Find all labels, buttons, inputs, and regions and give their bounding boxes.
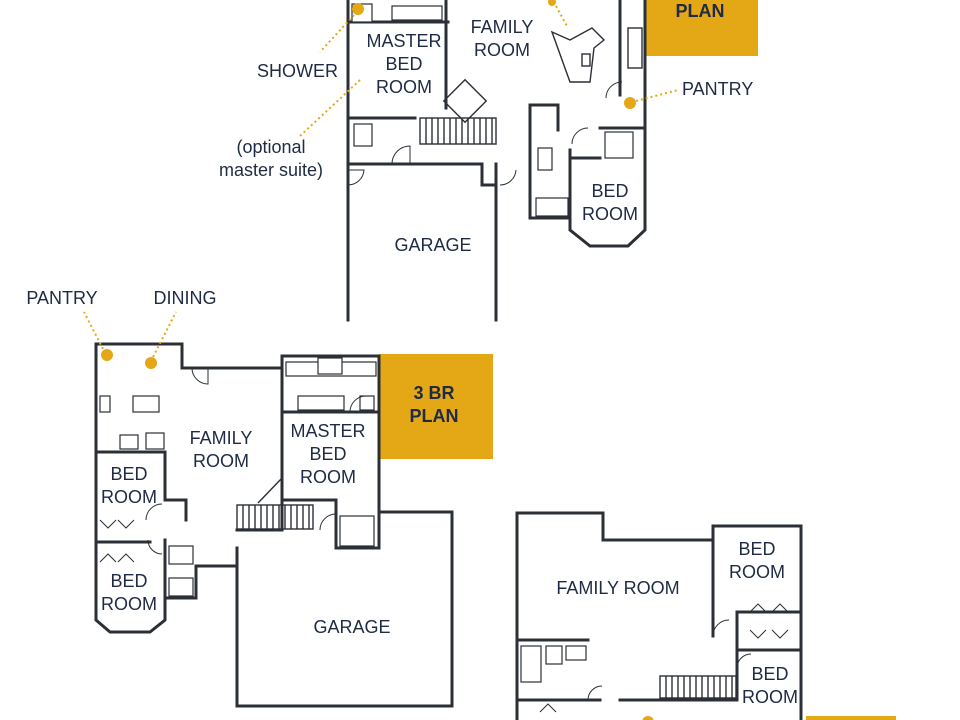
svg-text:BED: BED xyxy=(110,464,147,484)
top-plan-doors xyxy=(347,81,623,186)
three-br-badge xyxy=(379,354,493,459)
three-br-master-bed-label: MASTER BED ROOM xyxy=(290,421,365,487)
right-plan-doors xyxy=(539,603,789,713)
top-shower-marker xyxy=(352,3,364,15)
right-plan-family-room-label: FAMILY ROOM xyxy=(556,578,679,598)
three-br-callouts: PANTRY DINING xyxy=(26,288,217,369)
top-floor-plan: PLAN xyxy=(219,0,758,322)
top-optional-suite-leader xyxy=(299,79,361,137)
right-plan-badge-edge xyxy=(806,716,896,720)
right-plan-bed-lower-label: BED ROOM xyxy=(742,664,798,707)
top-optional-suite-line-2: master suite) xyxy=(219,160,323,180)
three-br-doors xyxy=(99,367,367,563)
svg-text:BED: BED xyxy=(738,539,775,559)
three-br-badge-line-1: 3 BR xyxy=(413,383,454,403)
svg-text:ROOM: ROOM xyxy=(376,77,432,97)
svg-text:ROOM: ROOM xyxy=(193,451,249,471)
svg-text:FAMILY: FAMILY xyxy=(190,428,253,448)
three-br-garage-label: GARAGE xyxy=(313,617,390,637)
three-br-walls xyxy=(94,342,454,708)
three-br-stairs xyxy=(236,477,314,530)
top-shower-callout: SHOWER xyxy=(257,61,338,81)
three-br-dining-marker xyxy=(145,357,157,369)
svg-text:MASTER: MASTER xyxy=(290,421,365,441)
svg-text:BED: BED xyxy=(591,181,628,201)
top-plan-master-bed-label: MASTER BED ROOM xyxy=(366,31,441,97)
top-plan-stairs xyxy=(419,117,497,145)
top-kitchen-leader xyxy=(555,5,569,29)
three-br-dining-leader xyxy=(152,311,177,358)
svg-text:ROOM: ROOM xyxy=(300,467,356,487)
svg-text:ROOM: ROOM xyxy=(742,687,798,707)
top-pantry-marker xyxy=(624,97,636,109)
svg-text:ROOM: ROOM xyxy=(101,487,157,507)
right-plan-stairs xyxy=(659,675,737,699)
top-kitchen-marker xyxy=(548,0,556,6)
three-br-bed-lower-label: BED ROOM xyxy=(101,571,157,614)
svg-text:BED: BED xyxy=(385,54,422,74)
right-plan-bed-upper-label: BED ROOM xyxy=(729,539,785,582)
top-pantry-callout: PANTRY xyxy=(682,79,753,99)
three-br-fixtures xyxy=(99,357,377,597)
top-plan-badge xyxy=(645,0,758,56)
svg-text:BED: BED xyxy=(751,664,788,684)
top-plan-fixtures xyxy=(351,3,643,217)
right-plan-walls xyxy=(515,511,803,720)
right-plan-fixtures xyxy=(520,645,587,683)
svg-text:ROOM: ROOM xyxy=(582,204,638,224)
top-plan-bed-room-label: BED ROOM xyxy=(582,181,638,224)
svg-text:FAMILY: FAMILY xyxy=(471,17,534,37)
three-br-badge-line-2: PLAN xyxy=(410,406,459,426)
svg-text:MASTER: MASTER xyxy=(366,31,441,51)
svg-text:BED: BED xyxy=(110,571,147,591)
top-plan-badge-text: PLAN xyxy=(676,1,725,21)
three-br-pantry-callout: PANTRY xyxy=(26,288,97,308)
three-br-dining-callout: DINING xyxy=(154,288,217,308)
top-optional-suite-line-1: (optional xyxy=(236,137,305,157)
top-pantry-leader xyxy=(635,89,679,102)
svg-text:BED: BED xyxy=(309,444,346,464)
three-br-pantry-leader xyxy=(83,311,104,350)
top-shower-leader xyxy=(319,14,355,53)
right-floor-plan: FAMILY ROOM BED ROOM BED ROOM xyxy=(515,511,896,720)
svg-text:ROOM: ROOM xyxy=(729,562,785,582)
svg-text:ROOM: ROOM xyxy=(101,594,157,614)
top-plan-walls xyxy=(346,0,647,322)
three-br-pantry-marker xyxy=(101,349,113,361)
top-plan-family-room-label: FAMILY ROOM xyxy=(471,17,534,60)
top-plan-callouts: SHOWER (optional master suite) PANTRY xyxy=(219,0,753,180)
three-br-floor-plan: 3 BR PLAN xyxy=(26,288,493,708)
svg-text:ROOM: ROOM xyxy=(474,40,530,60)
right-plan-marker xyxy=(642,716,654,720)
three-br-family-room-label: FAMILY ROOM xyxy=(190,428,253,471)
top-plan-garage-label: GARAGE xyxy=(394,235,471,255)
three-br-bed-upper-label: BED ROOM xyxy=(101,464,157,507)
